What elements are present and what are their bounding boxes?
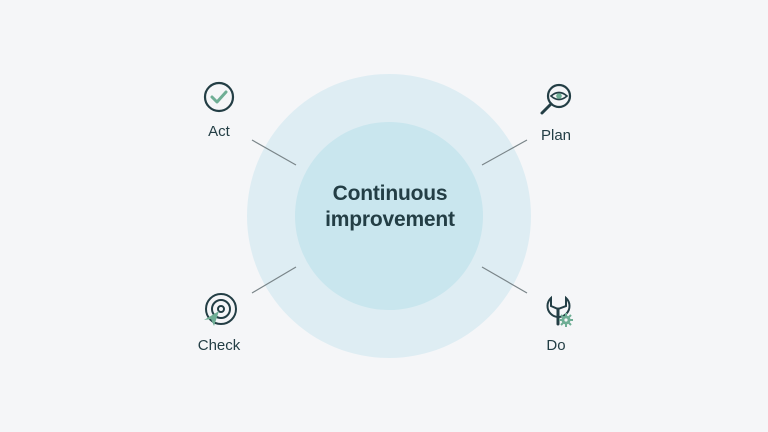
connector-act	[251, 139, 297, 166]
center-title-line1: Continuous	[332, 182, 448, 205]
center-title-line2: improvement	[325, 208, 455, 231]
plan-label: Plan	[540, 127, 572, 144]
magnifier-eye-icon	[540, 83, 572, 115]
connector-do	[481, 266, 528, 294]
inner-circle	[295, 122, 483, 310]
center-title: Continuous improvement	[300, 181, 480, 233]
connector-plan	[481, 139, 528, 166]
wrench-gear-icon	[546, 295, 573, 327]
connector-check	[251, 266, 297, 294]
target-arrow-icon	[204, 293, 237, 326]
act-label: Act	[208, 123, 230, 140]
check-label: Check	[197, 337, 241, 354]
checkmark-circle-icon	[203, 81, 235, 113]
do-label: Do	[546, 337, 566, 354]
